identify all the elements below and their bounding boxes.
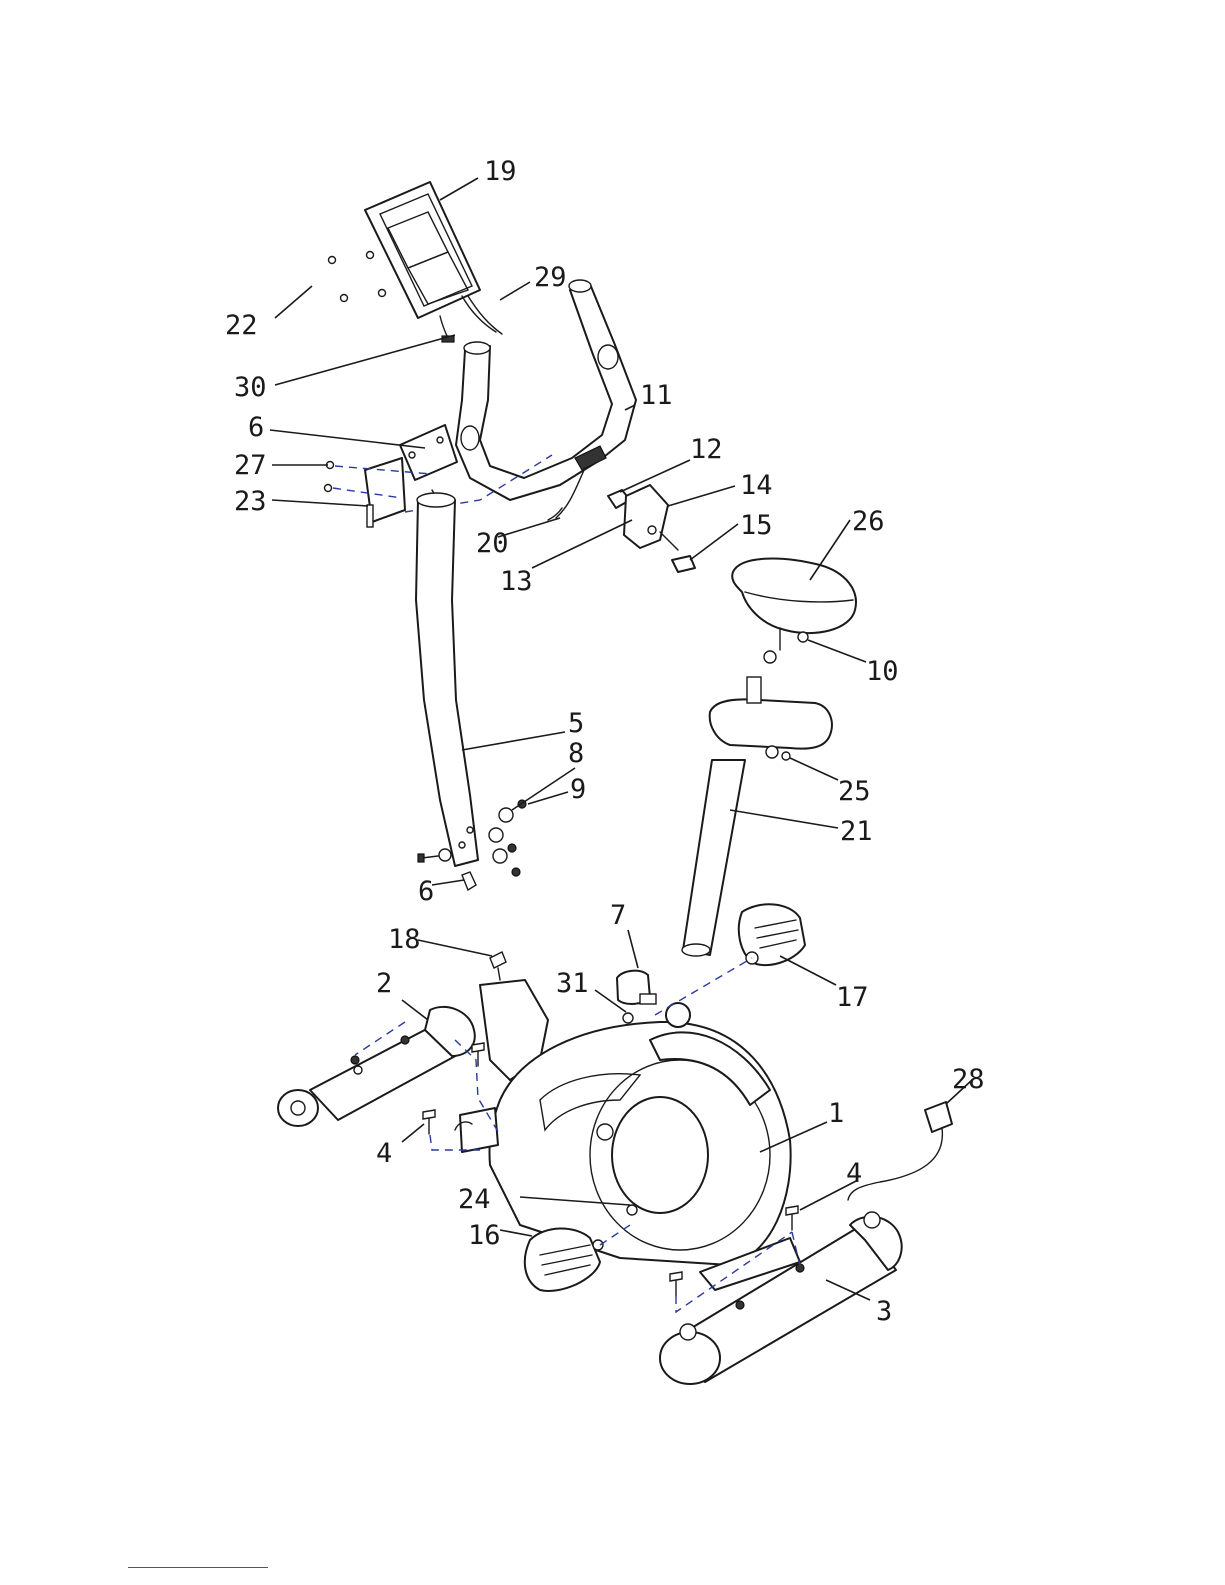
- callout-13: 13: [500, 566, 533, 597]
- callout-4-rear: 4: [846, 1158, 862, 1189]
- callout-19: 19: [484, 156, 517, 187]
- callout-4-front: 4: [376, 1138, 392, 1169]
- callout-25: 25: [838, 776, 871, 807]
- callout-9: 9: [570, 774, 586, 805]
- power-adapter-part-28: [848, 1102, 952, 1200]
- callout-6-bottom: 6: [418, 876, 434, 907]
- callout-21: 21: [840, 816, 873, 847]
- callout-6-top: 6: [248, 412, 264, 443]
- front-stabilizer-part-2: [278, 1007, 475, 1126]
- callout-16: 16: [468, 1220, 501, 1251]
- callout-24: 24: [458, 1184, 491, 1215]
- callout-27: 27: [234, 450, 267, 481]
- callout-2: 2: [376, 968, 392, 999]
- callout-14: 14: [740, 470, 773, 501]
- callout-18: 18: [388, 924, 421, 955]
- callout-29: 29: [534, 262, 567, 293]
- frame-bolt-part-18: [490, 952, 506, 980]
- callout-17: 17: [836, 982, 869, 1013]
- tension-knob-part-7: [617, 971, 656, 1023]
- callout-11: 11: [640, 380, 673, 411]
- console-screws-part-22: [329, 252, 386, 302]
- callout-10: 10: [866, 656, 899, 687]
- callout-30: 30: [234, 372, 267, 403]
- pedal-right-part-17: [739, 904, 805, 965]
- callout-7: 7: [610, 900, 626, 931]
- callout-23: 23: [234, 486, 267, 517]
- callout-3: 3: [876, 1296, 892, 1327]
- main-mast-part-5: [416, 493, 478, 866]
- callout-5: 5: [568, 708, 584, 739]
- callout-15: 15: [740, 510, 773, 541]
- callout-12: 12: [690, 434, 723, 465]
- seat-part-26: [732, 559, 856, 663]
- callout-8: 8: [568, 738, 584, 769]
- callout-26: 26: [852, 506, 885, 537]
- callout-28: 28: [952, 1064, 985, 1095]
- callout-31: 31: [556, 968, 589, 999]
- adjustment-bracket-parts-12-15: [548, 485, 695, 572]
- callout-22: 22: [225, 310, 258, 341]
- callout-1: 1: [828, 1098, 844, 1129]
- callout-20: 20: [476, 528, 509, 559]
- footer-link-underline[interactable]: [128, 1567, 268, 1568]
- main-frame-part-1: [455, 980, 800, 1290]
